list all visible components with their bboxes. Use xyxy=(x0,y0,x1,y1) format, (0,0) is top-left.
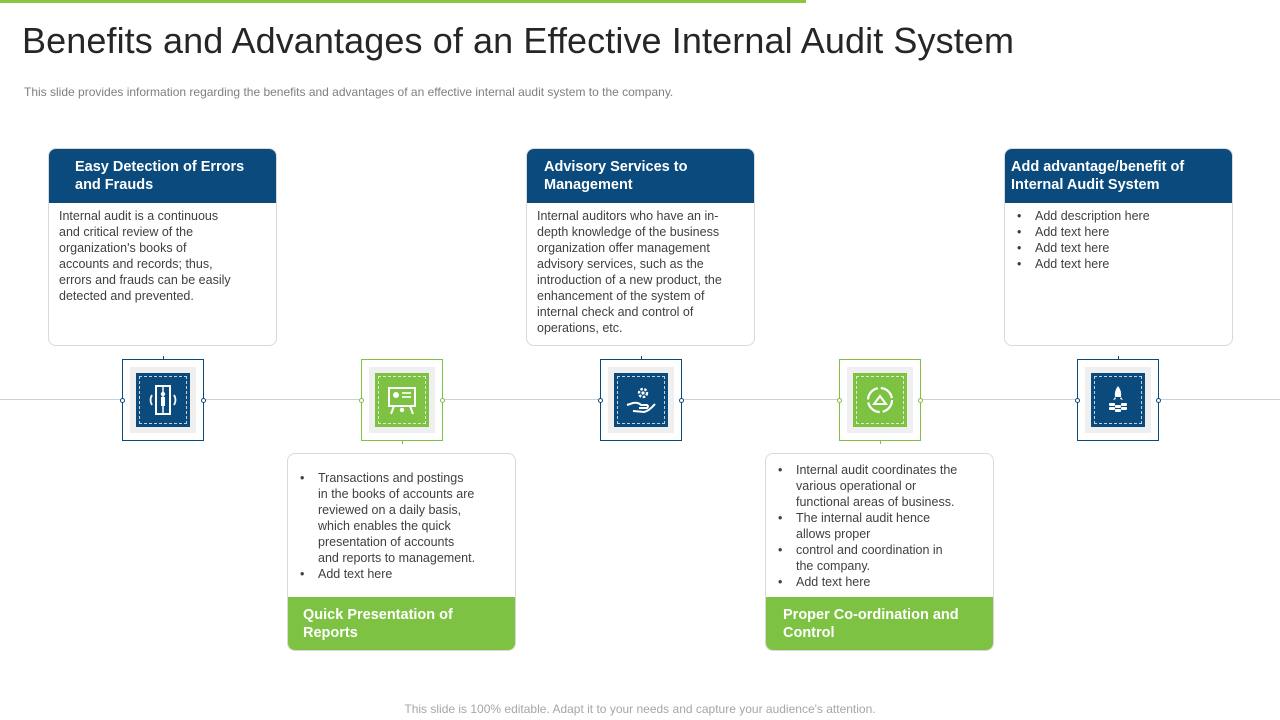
timeline-dot xyxy=(598,398,603,403)
card-body: Internal auditors who have an in- depth … xyxy=(527,203,754,336)
icon-node-5 xyxy=(1075,356,1161,441)
timeline-dot xyxy=(201,398,206,403)
icon-backdrop xyxy=(369,367,435,433)
bullet-line: the company. xyxy=(796,559,871,573)
bullet-line: Internal audit coordinates the xyxy=(796,463,958,477)
circular-arrows-icon xyxy=(866,386,894,414)
icon-tile xyxy=(136,373,190,427)
icon-tile xyxy=(614,373,668,427)
connector-tick xyxy=(1118,356,1119,360)
bullet-item: Add description here xyxy=(1015,208,1220,224)
body-line: accounts and records; thus, xyxy=(59,257,213,271)
timeline-dot xyxy=(837,398,842,403)
elevator-icon xyxy=(149,385,177,415)
card-heading: Advisory Services to Management xyxy=(527,149,754,203)
rocket-coins-icon xyxy=(1109,386,1127,412)
body-line: Internal auditors who have an in- xyxy=(537,209,719,223)
timeline-dot xyxy=(440,398,445,403)
timeline-dot xyxy=(359,398,364,403)
body-line: detected and prevented. xyxy=(59,289,194,303)
card-body: Add description here Add text here Add t… xyxy=(1005,203,1232,272)
card-error-detection: Easy Detection of Errors and Frauds Inte… xyxy=(48,148,277,346)
bullet-line: which enables the quick xyxy=(318,519,451,533)
body-line: organization's books of xyxy=(59,241,187,255)
bullet-item: Add text here xyxy=(776,574,981,590)
card-quick-presentation: Transactions and postings in the books o… xyxy=(287,453,516,651)
card-heading: Easy Detection of Errors and Frauds xyxy=(49,149,276,203)
bullet-item: Add text here xyxy=(298,566,503,582)
icon-node-4 xyxy=(837,359,923,444)
bullet-line: various operational or xyxy=(796,479,917,493)
timeline-dot xyxy=(1156,398,1161,403)
body-line: introduction of a new product, the xyxy=(537,273,722,287)
bullet-item: The internal audit hence allows proper xyxy=(776,510,981,542)
timeline-dot xyxy=(1075,398,1080,403)
bullet-line: control and coordination in xyxy=(796,543,943,557)
bullet-item: Internal audit coordinates the various o… xyxy=(776,462,981,510)
top-accent-bar xyxy=(0,0,806,3)
hand-gear-icon xyxy=(626,387,656,414)
bullet-line: functional areas of business. xyxy=(796,495,955,509)
card-proper-coordination: Internal audit coordinates the various o… xyxy=(765,453,994,651)
timeline-dot xyxy=(679,398,684,403)
body-line: organization offer management xyxy=(537,241,710,255)
icon-tile xyxy=(1091,373,1145,427)
slide-title: Benefits and Advantages of an Effective … xyxy=(22,20,1015,61)
card-body: Internal audit is a continuous and criti… xyxy=(49,203,276,304)
icon-backdrop xyxy=(130,367,196,433)
body-line: errors and frauds can be easily xyxy=(59,273,231,287)
bullet-item: Add text here xyxy=(1015,240,1220,256)
icon-node-3 xyxy=(598,356,684,441)
card-body: Transactions and postings in the books o… xyxy=(288,454,515,597)
body-line: and critical review of the xyxy=(59,225,194,239)
body-line: internal check and control of xyxy=(537,305,694,319)
bullet-line: and reports to management. xyxy=(318,551,476,565)
card-add-advantage: Add advantage/benefit of Internal Audit … xyxy=(1004,148,1233,346)
bullet-line: allows proper xyxy=(796,527,871,541)
icon-backdrop xyxy=(608,367,674,433)
bullet-item: Transactions and postings in the books o… xyxy=(298,470,503,566)
bullet-line: in the books of accounts are xyxy=(318,487,475,501)
icon-node-2 xyxy=(359,359,445,444)
bullet-line: Transactions and postings xyxy=(318,471,464,485)
timeline-dot xyxy=(918,398,923,403)
body-line: advisory services, such as the xyxy=(537,257,704,271)
card-heading: Quick Presentation of Reports xyxy=(288,597,515,650)
bullet-item: control and coordination in the company. xyxy=(776,542,981,574)
bullet-item: Add text here xyxy=(1015,224,1220,240)
slide-subtitle: This slide provides information regardin… xyxy=(24,85,674,99)
timeline-dot xyxy=(120,398,125,403)
card-body: Internal audit coordinates the various o… xyxy=(766,454,993,597)
body-line: Internal audit is a continuous xyxy=(59,209,219,223)
card-advisory-services: Advisory Services to Management Internal… xyxy=(526,148,755,346)
bullet-line: presentation of accounts xyxy=(318,535,455,549)
icon-tile xyxy=(375,373,429,427)
presentation-board-icon xyxy=(388,387,416,415)
card-heading: Add advantage/benefit of Internal Audit … xyxy=(1005,149,1232,203)
icon-tile xyxy=(853,373,907,427)
connector-tick xyxy=(163,356,164,360)
bullet-line: The internal audit hence xyxy=(796,511,931,525)
bullet-line: Add text here xyxy=(796,575,871,589)
slide-footer: This slide is 100% editable. Adapt it to… xyxy=(404,702,876,716)
bullet-line: reviewed on a daily basis, xyxy=(318,503,462,517)
body-line: enhancement of the system of xyxy=(537,289,705,303)
card-heading: Proper Co-ordination and Control xyxy=(766,597,993,650)
bullet-item: Add text here xyxy=(1015,256,1220,272)
connector-tick xyxy=(880,440,881,444)
connector-tick xyxy=(402,440,403,444)
body-line: depth knowledge of the business xyxy=(537,225,720,239)
icon-backdrop xyxy=(1085,367,1151,433)
connector-tick xyxy=(641,356,642,360)
icon-backdrop xyxy=(847,367,913,433)
bullet-line: Add text here xyxy=(318,567,393,581)
icon-node-1 xyxy=(120,356,206,441)
body-line: operations, etc. xyxy=(537,321,623,335)
